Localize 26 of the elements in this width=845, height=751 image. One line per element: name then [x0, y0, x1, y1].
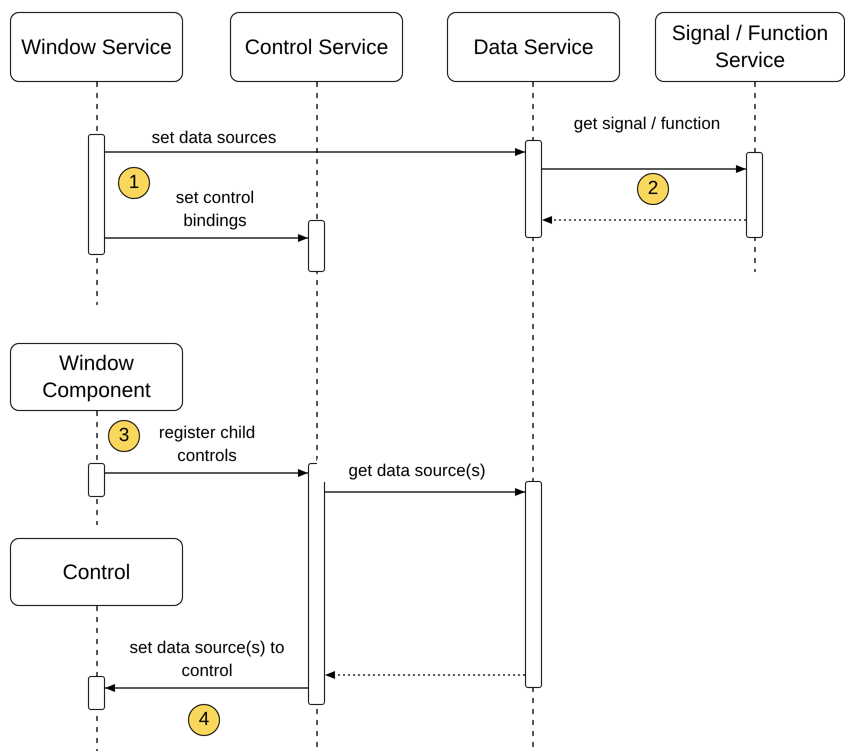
message-arrow — [542, 165, 746, 173]
activation-bar — [308, 463, 325, 705]
participant-box: Data Service — [447, 12, 620, 82]
activation-bar — [88, 463, 105, 497]
callout-number: 1 — [118, 167, 150, 199]
participant-box: Signal / Function Service — [655, 12, 845, 82]
activation-bar — [88, 676, 105, 710]
return-arrow — [325, 671, 525, 679]
participant-box: Window Component — [10, 343, 183, 411]
message-arrow — [105, 234, 308, 242]
participant-box: Control — [10, 538, 183, 606]
message-arrow — [105, 469, 308, 477]
message-arrow — [105, 684, 308, 692]
activation-bar — [525, 140, 542, 238]
participant-box: Window Service — [10, 12, 183, 82]
activation-bar — [746, 152, 763, 238]
participant-box: Control Service — [230, 12, 403, 82]
activation-bar — [88, 134, 105, 255]
message-arrow — [325, 488, 525, 496]
callout-number: 3 — [108, 420, 140, 452]
callout-number: 4 — [188, 704, 220, 736]
activation-bar — [525, 481, 542, 688]
activation-bar — [308, 220, 325, 272]
message-arrow — [105, 148, 525, 156]
callout-number: 2 — [637, 173, 669, 205]
return-arrow — [542, 216, 746, 224]
